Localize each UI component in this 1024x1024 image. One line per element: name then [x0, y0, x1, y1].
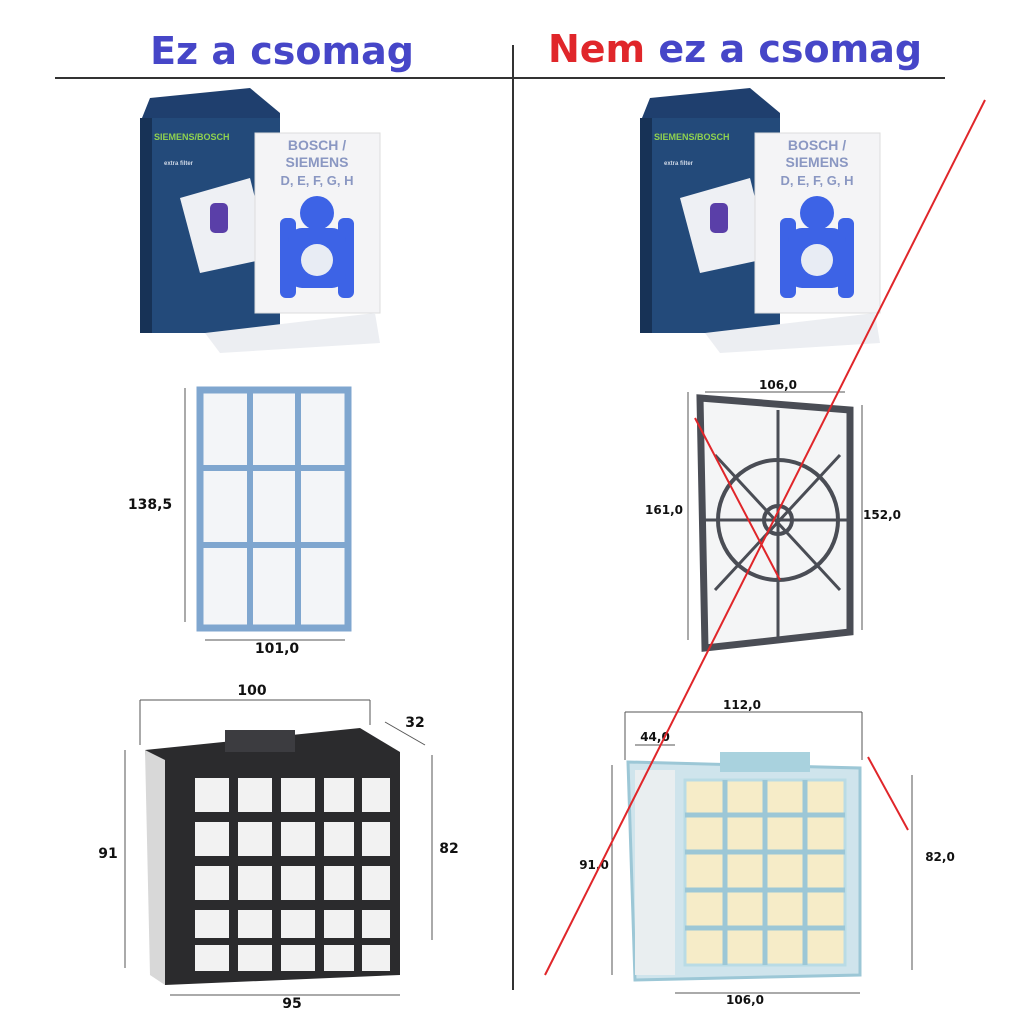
right-filter2-bottom: 106,0	[726, 993, 764, 1007]
right-filter2-top: 112,0	[723, 698, 761, 712]
right-filter1-top: 106,0	[759, 378, 797, 392]
right-filter2-image	[611, 711, 913, 994]
bag-line1: BOSCH /	[288, 137, 346, 153]
left-filter1-width: 101,0	[255, 641, 300, 657]
right-filter2-right: 82,0	[925, 850, 955, 864]
right-title-highlight: Nem	[548, 27, 645, 71]
box-feature: extra filter	[664, 161, 694, 167]
left-filter1-height: 138,5	[128, 497, 172, 513]
right-filter1-left: 161,0	[645, 503, 683, 517]
bag-line3: D, E, F, G, H	[781, 173, 854, 188]
left-filter2-right: 82	[439, 841, 458, 857]
left-filter2-bottom: 95	[282, 996, 301, 1012]
left-title: Ez a csomag	[150, 29, 414, 73]
left-filter1-image	[184, 386, 352, 641]
bag-line2: SIEMENS	[785, 154, 848, 170]
left-filter2-left: 91	[98, 846, 117, 862]
bag-line3: D, E, F, G, H	[281, 173, 354, 188]
box-brand: SIEMENS/BOSCH	[154, 132, 230, 142]
right-title: Nem ez a csomag	[548, 27, 922, 71]
right-filter2-left: 91,0	[579, 858, 609, 872]
right-title-rest: ez a csomag	[645, 27, 922, 71]
bag-line2: SIEMENS	[285, 154, 348, 170]
red-strike-line-small	[694, 417, 781, 581]
box-feature: extra filter	[164, 161, 194, 167]
right-filter1-right: 152,0	[863, 508, 901, 522]
right-package-image: SIEMENS/BOSCH extra filter BOSCH / SIEME…	[639, 87, 881, 354]
box-brand: SIEMENS/BOSCH	[654, 132, 730, 142]
red-strike-line	[544, 99, 986, 976]
left-filter2-depth: 32	[405, 715, 424, 731]
bag-line1: BOSCH /	[788, 137, 846, 153]
red-strike-line-small	[867, 756, 909, 831]
left-package-image: SIEMENS/BOSCH extra filter BOSCH / SIEME…	[139, 87, 381, 354]
right-filter1-image	[687, 391, 863, 652]
left-filter2-image	[124, 699, 433, 996]
left-filter2-top: 100	[237, 683, 266, 699]
